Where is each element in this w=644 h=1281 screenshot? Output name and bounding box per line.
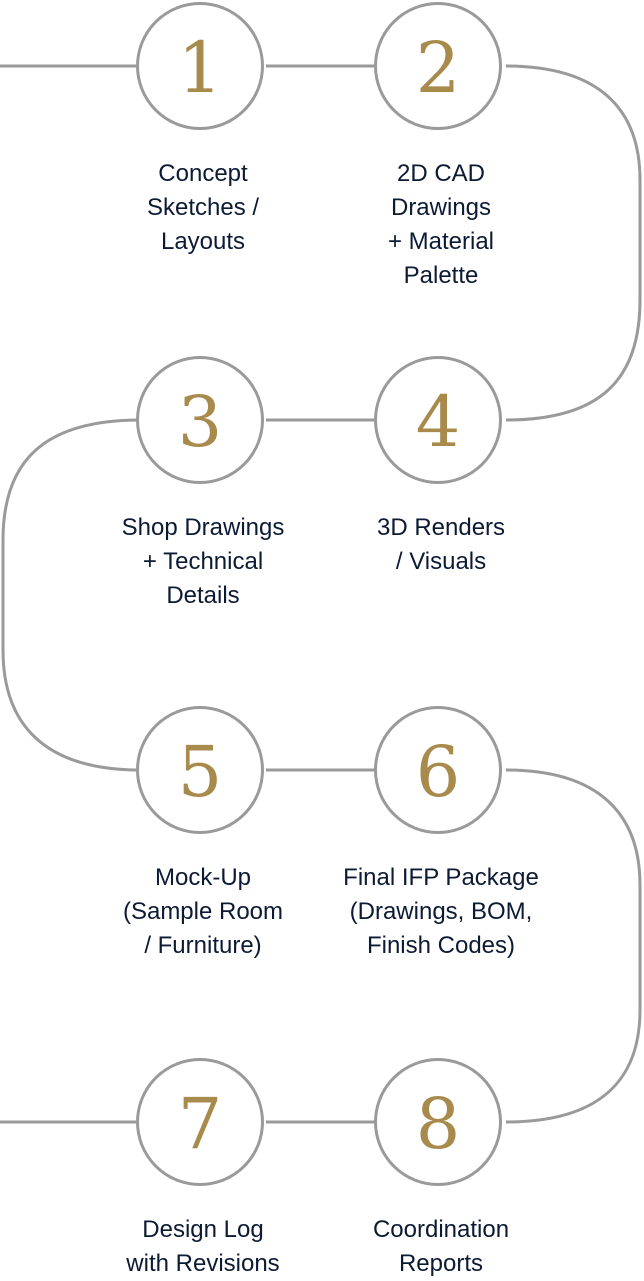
- step-number: 6: [415, 731, 461, 813]
- step-number: 4: [415, 381, 461, 463]
- step-label: Mock-Up (Sample Room / Furniture): [122, 864, 284, 959]
- step-circle: 2: [374, 2, 502, 130]
- step-number: 1: [177, 27, 223, 109]
- step-number: 7: [177, 1083, 223, 1165]
- step-label: Coordination Reports: [372, 1216, 510, 1277]
- step-label: 3D Renders / Visuals: [376, 514, 506, 575]
- connector-3-5: [1, 418, 141, 772]
- step-number: 2: [415, 27, 461, 109]
- step-label: 2D CAD Drawings + Material Palette: [387, 160, 495, 289]
- step-number: 5: [177, 731, 223, 813]
- connector-6-8: [505, 768, 642, 1124]
- step-number: 8: [415, 1083, 461, 1165]
- step-circle: 8: [374, 1058, 502, 1186]
- step-circle: 1: [136, 2, 264, 130]
- step-label: Design Log with Revisions: [126, 1216, 280, 1277]
- step-label: Shop Drawings + Technical Details: [121, 514, 285, 609]
- step-circle: 3: [136, 356, 264, 484]
- step-number: 3: [177, 381, 223, 463]
- step-circle: 4: [374, 356, 502, 484]
- connector-2-4: [505, 64, 642, 422]
- step-label: Concept Sketches / Layouts: [146, 160, 260, 255]
- step-label: Final IFP Package (Drawings, BOM, Finish…: [343, 864, 539, 959]
- step-circle: 7: [136, 1058, 264, 1186]
- step-circle: 6: [374, 706, 502, 834]
- step-circle: 5: [136, 706, 264, 834]
